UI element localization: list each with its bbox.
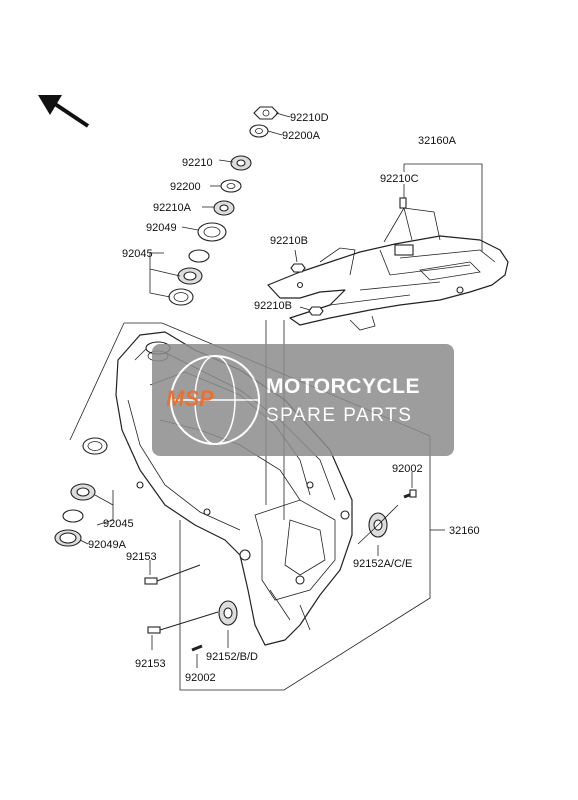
leader-lines [69, 112, 483, 691]
label-92210B-2: 92210B [254, 300, 292, 312]
label-92210C: 92210C [380, 173, 419, 185]
label-92002-bottom: 92002 [185, 672, 216, 684]
bolt-92153-2 [147, 626, 161, 634]
washer-92200A [249, 124, 269, 138]
nut-92210D [253, 106, 279, 120]
nut-92210B-2 [308, 306, 324, 316]
part-labels: 92210D 92200A 92210 92200 92210A 92049 9… [88, 112, 480, 684]
label-92210: 92210 [182, 157, 213, 169]
label-92152BD: 92152/B/D [206, 651, 258, 663]
label-92200: 92200 [170, 181, 201, 193]
watermark-line1: MOTORCYCLE [266, 375, 420, 398]
label-32160A: 32160A [418, 135, 457, 147]
label-92002-right: 92002 [392, 463, 423, 475]
label-92200A: 92200A [282, 130, 321, 142]
watermark-logo: MSP [166, 386, 214, 411]
label-92045-bottom: 92045 [103, 518, 134, 530]
label-92045-top: 92045 [122, 248, 153, 260]
seal-92049 [197, 222, 227, 242]
bolt-92153-1 [144, 577, 158, 585]
label-92210D: 92210D [290, 112, 329, 124]
arrow-up-left-icon [38, 95, 90, 128]
label-92153-2: 92153 [135, 658, 166, 670]
label-92153-1: 92153 [126, 551, 157, 563]
bolt-92002-bottom [191, 644, 203, 652]
nut-92210C [399, 197, 407, 209]
label-32160: 32160 [449, 525, 480, 537]
label-92049A: 92049A [88, 539, 127, 551]
label-92210A: 92210A [153, 202, 192, 214]
label-92152ACE: 92152A/C/E [353, 558, 412, 570]
steering-stem-parts [54, 106, 417, 652]
label-92210B-1: 92210B [270, 235, 308, 247]
nut-92210B-1 [290, 263, 306, 273]
watermark-background [152, 344, 454, 456]
washer-92200 [220, 179, 242, 193]
subframe-drawing [267, 235, 509, 331]
watermark: MSP MOTORCYCLE SPARE PARTS [152, 344, 454, 456]
label-92049: 92049 [146, 222, 177, 234]
watermark-line2: SPARE PARTS [266, 405, 412, 426]
